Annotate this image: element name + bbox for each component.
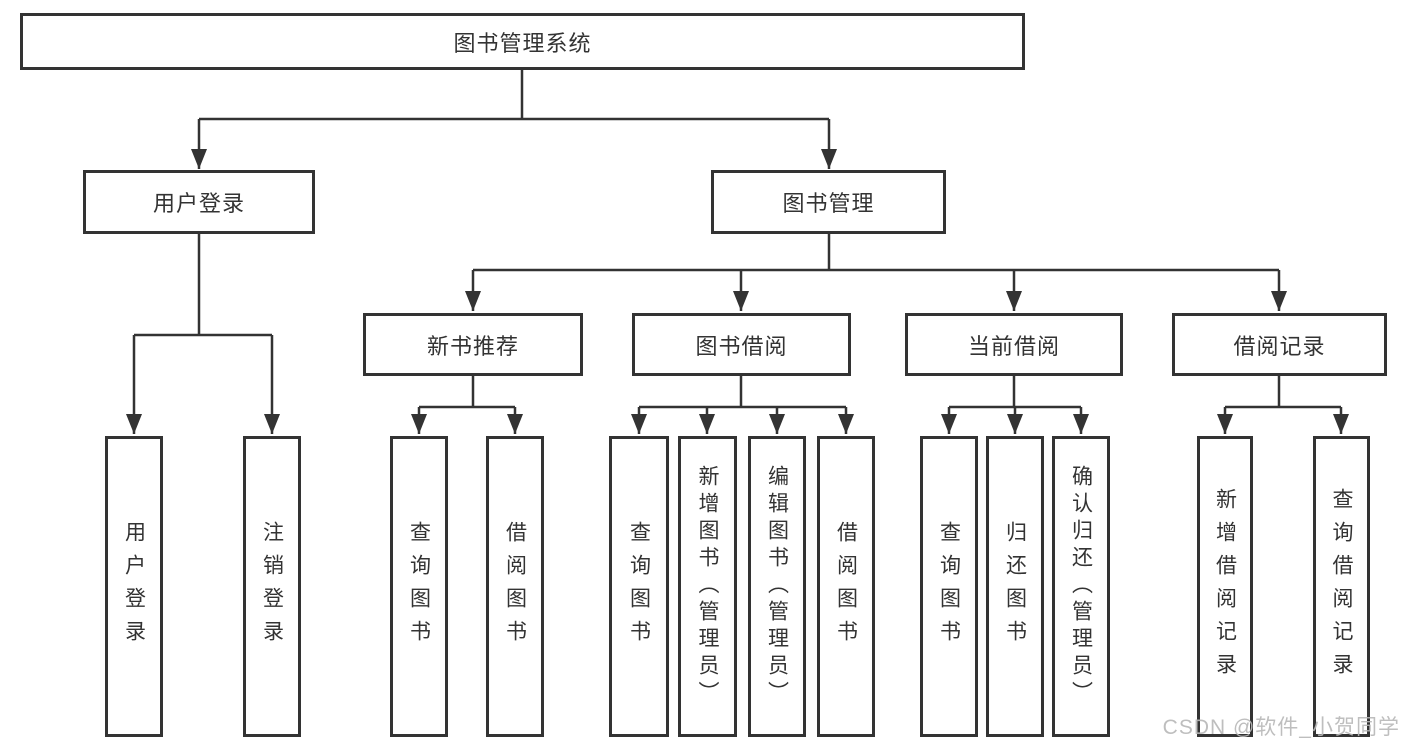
leaf-query-books-recommend: 查询图书: [390, 436, 448, 737]
leaf-return-books: 归还图书: [986, 436, 1044, 737]
node-borrowing-records: 借阅记录: [1172, 313, 1387, 376]
node-current-borrowing: 当前借阅: [905, 313, 1123, 376]
leaf-query-books-current: 查询图书: [920, 436, 978, 737]
node-root-title: 图书管理系统: [20, 13, 1025, 70]
leaf-add-borrow-record: 新增借阅记录: [1197, 436, 1253, 737]
node-user-login: 用户登录: [83, 170, 315, 234]
leaf-user-login: 用户登录: [105, 436, 163, 737]
leaf-borrow-books-recommend: 借阅图书: [486, 436, 544, 737]
node-book-management: 图书管理: [711, 170, 946, 234]
leaf-query-books-borrowing: 查询图书: [609, 436, 669, 737]
leaf-confirm-return-admin: 确认归还（管理员）: [1052, 436, 1110, 737]
leaf-edit-books-admin: 编辑图书（管理员）: [748, 436, 806, 737]
csdn-watermark: CSDN @软件_小贺同学: [1162, 716, 1400, 739]
leaf-logout: 注销登录: [243, 436, 301, 737]
leaf-borrow-books: 借阅图书: [817, 436, 875, 737]
leaf-query-borrow-record: 查询借阅记录: [1313, 436, 1370, 737]
leaf-add-books-admin: 新增图书（管理员）: [678, 436, 737, 737]
node-new-book-recommendation: 新书推荐: [363, 313, 583, 376]
node-book-borrowing: 图书借阅: [632, 313, 851, 376]
